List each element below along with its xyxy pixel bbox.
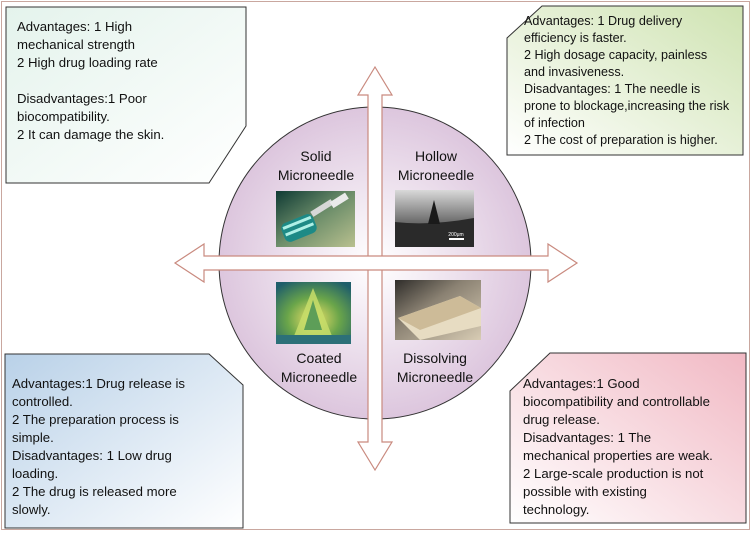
dissolving-box-shape: [509, 352, 747, 524]
solid-box-shape: [5, 6, 247, 184]
hollow-microneedle-description: Advantages: 1 Drug delivery efficiency i…: [524, 14, 730, 147]
hollow-microneedle-title: Hollow Microneedle: [397, 148, 475, 183]
hollow-needle-micrograph: 200μm: [395, 190, 474, 247]
hollow-box-shape: [506, 5, 744, 156]
coated-needle-photo: [276, 282, 351, 344]
coated-microneedle-title: Coated Microneedle: [280, 350, 358, 385]
dissolving-microneedle-description: Advantages:1 Good biocompatibility and c…: [523, 376, 713, 517]
coated-microneedle-description: Advantages:1 Drug release is controlled.…: [12, 376, 186, 517]
coated-box-shape: [4, 353, 244, 529]
solid-microneedle-description: Advantages: 1 High mechanical strength 2…: [17, 19, 165, 142]
microneedle-roller-photo: [276, 191, 355, 247]
dissolving-patch-photo: [395, 280, 481, 340]
dissolving-microneedle-title: Dissolving Microneedle: [396, 350, 474, 385]
scale-bar-label: 200μm: [448, 232, 463, 238]
solid-microneedle-title: Solid Microneedle: [277, 148, 355, 183]
